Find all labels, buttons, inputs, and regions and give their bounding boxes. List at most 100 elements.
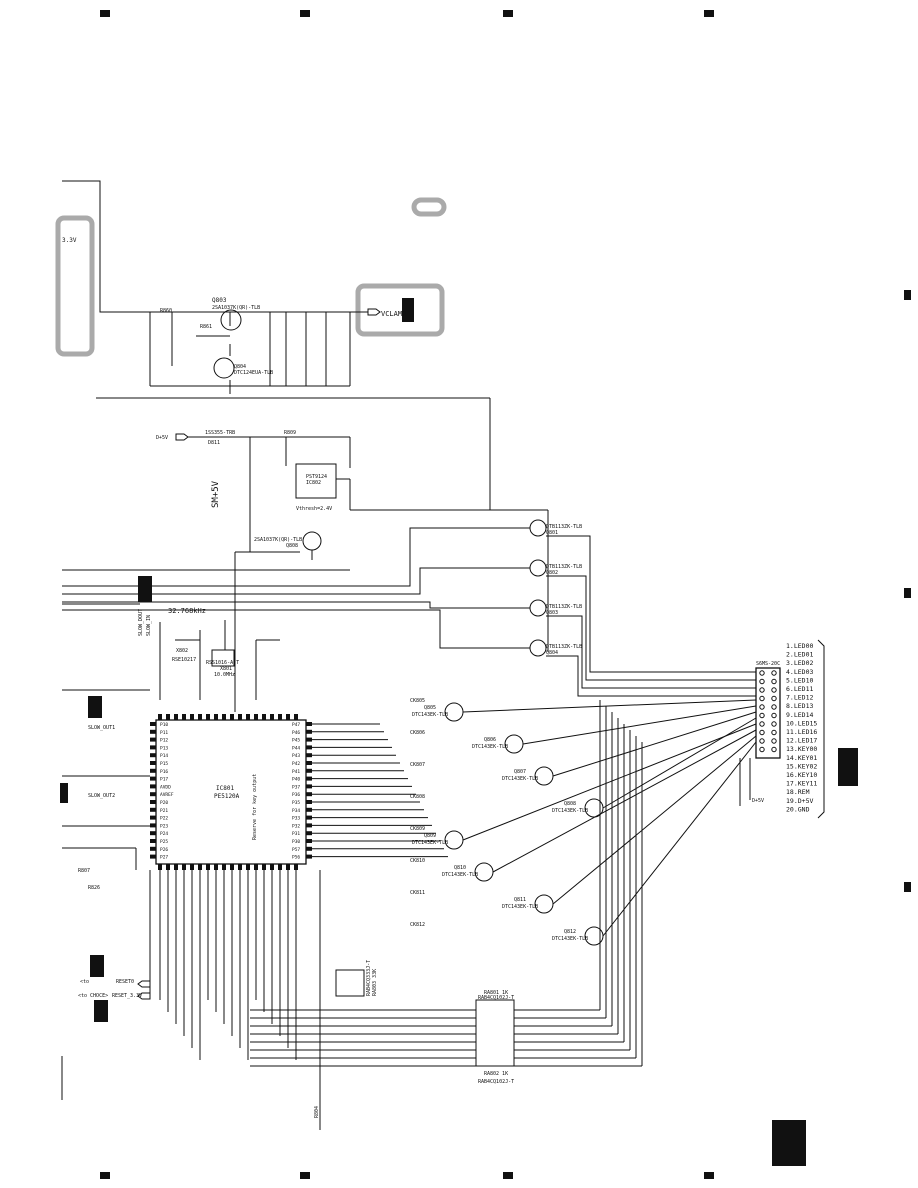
ic-pin-left (150, 768, 156, 773)
ic-pin-bottom (166, 864, 170, 870)
left-bus (61, 569, 350, 1100)
cn801-body (755, 667, 781, 759)
highlight-frame-left (55, 215, 95, 357)
ic802-label: IC802 (306, 480, 321, 486)
ic-pin-bottom (262, 864, 266, 870)
ic-pin-right (306, 784, 312, 789)
ic-pin-top (206, 714, 210, 720)
r826-label: R826 (88, 885, 100, 891)
reset-outputs (62, 847, 151, 1000)
led-driver-transistors: DTB113ZK-TLBQ801DTB113ZK-TLBQ802DTB113ZK… (62, 519, 756, 697)
transistor-label: Q807 (514, 769, 526, 775)
ic801-part: PE5120A (214, 793, 240, 800)
ic-pin-bottom (198, 864, 202, 870)
ic-pin-right (306, 761, 312, 765)
ic-pin-label: P37 (292, 784, 300, 790)
ic-pin-label: P26 (160, 847, 168, 853)
connector-pin (771, 695, 777, 702)
transistor-part: DTC143EK-TLB (472, 744, 508, 750)
ic-pin-top (158, 714, 162, 720)
connector-pin-label: 18.REM (786, 788, 810, 796)
r807-label: R807 (78, 868, 90, 874)
connector-pin-label: 16.KEY10 (786, 771, 817, 779)
connector-pin (759, 712, 765, 719)
connector-pin (771, 738, 777, 744)
ic-pin-label: P56 (292, 855, 300, 861)
ic-pin-right (306, 815, 312, 820)
ck-label: CK808 (410, 794, 425, 800)
ck-label: CK805 (410, 698, 425, 704)
ic-pin-bottom (230, 864, 234, 870)
ic-pin-label: P14 (160, 753, 168, 759)
transistor-symbol (529, 519, 547, 537)
connector-pin-label: 19.D+5V (786, 797, 813, 805)
connector-pin-label: 10.LED15 (786, 719, 817, 727)
ic802-part: PST9124 (306, 474, 327, 480)
key-wire (602, 741, 757, 937)
ic-pin-right (306, 776, 312, 781)
ic-pin-label: P10 (160, 722, 168, 728)
ic-pin-top (286, 714, 290, 720)
ic-pin-label: P13 (160, 745, 168, 751)
transistor-label: Q809 (424, 833, 436, 839)
ic-pin-bottom (294, 864, 298, 870)
ck-label: CK811 (410, 890, 425, 896)
connector-pin-label: 5.LED10 (786, 676, 813, 684)
slow-in-label: SLOW_IN (146, 615, 152, 636)
ic-pin-right (306, 839, 312, 843)
connector-pin (771, 670, 777, 676)
ra802-label: RA802 1K (484, 1071, 508, 1077)
connector-pin-label: 11.LED16 (786, 728, 817, 736)
transistor-label: Q802 (546, 570, 558, 576)
key-wire (492, 729, 757, 873)
ic-pin-top (222, 714, 226, 720)
transistor-symbol (529, 639, 547, 657)
ic-pin-bottom (270, 864, 274, 870)
key-wire (552, 711, 757, 777)
vref-label: 3.3V (62, 237, 77, 244)
q803-label: Q803 (212, 297, 227, 304)
ic-pin-top (190, 714, 194, 720)
ic-pin-top (246, 714, 250, 720)
ic-pin-left (150, 776, 156, 781)
connector-pin-label: 12.LED17 (786, 737, 817, 745)
connector-pin (771, 729, 777, 736)
q804-label: Q804 (234, 364, 246, 370)
led-wire (546, 575, 756, 681)
transistor-part: DTC143EK-TLB (502, 776, 538, 782)
transistor-part: DTC143EK-TLB (552, 936, 588, 942)
ic-pin-bottom (214, 864, 218, 870)
ic-pin-bottom (158, 864, 162, 870)
ic-pin-left (150, 737, 156, 742)
connector-pin (759, 721, 765, 727)
connector-pin-label: 3.LED02 (786, 659, 813, 667)
x801-code: RSS1016-A-T (206, 660, 239, 666)
ic-pin-left (150, 846, 156, 851)
ic-pin-label: P17 (160, 777, 168, 783)
ic-pin-label: P11 (160, 730, 168, 736)
ic-pin-left (150, 823, 156, 828)
ic-pin-label: P24 (160, 831, 168, 837)
transistor-label: Q808 (564, 801, 576, 807)
q803-part: 2SA1037K(QR)-TLB (212, 305, 260, 311)
highlight-frame-vclamp (355, 283, 445, 337)
ic-pin-label: P20 (160, 800, 168, 806)
base-wire (62, 527, 530, 587)
r861-label: R861 (200, 324, 212, 330)
connector-pin (759, 704, 765, 710)
ic-pin-label: P25 (160, 839, 168, 845)
ck-label: CK806 (410, 730, 425, 736)
x802-label: X802 (176, 648, 188, 654)
connector-pin-label: 8.LED13 (786, 702, 813, 710)
ic-pin-left (150, 815, 156, 820)
ck-label: CK812 (410, 922, 425, 928)
transistor-label: Q804 (546, 650, 558, 656)
key-driver-transistors: DTC143EK-TLBQ805CK805DTC143EK-TLBQ806CK8… (250, 698, 757, 1067)
ic-pin-right (306, 854, 312, 859)
transistor-part: DTB113ZK-TLB (546, 604, 582, 610)
sm5v-label: SM+5V (211, 480, 221, 508)
ic-pin-right (306, 768, 312, 773)
transistor-part: DTB113ZK-TLB (546, 524, 582, 530)
ic-pin-label: P34 (292, 808, 300, 814)
